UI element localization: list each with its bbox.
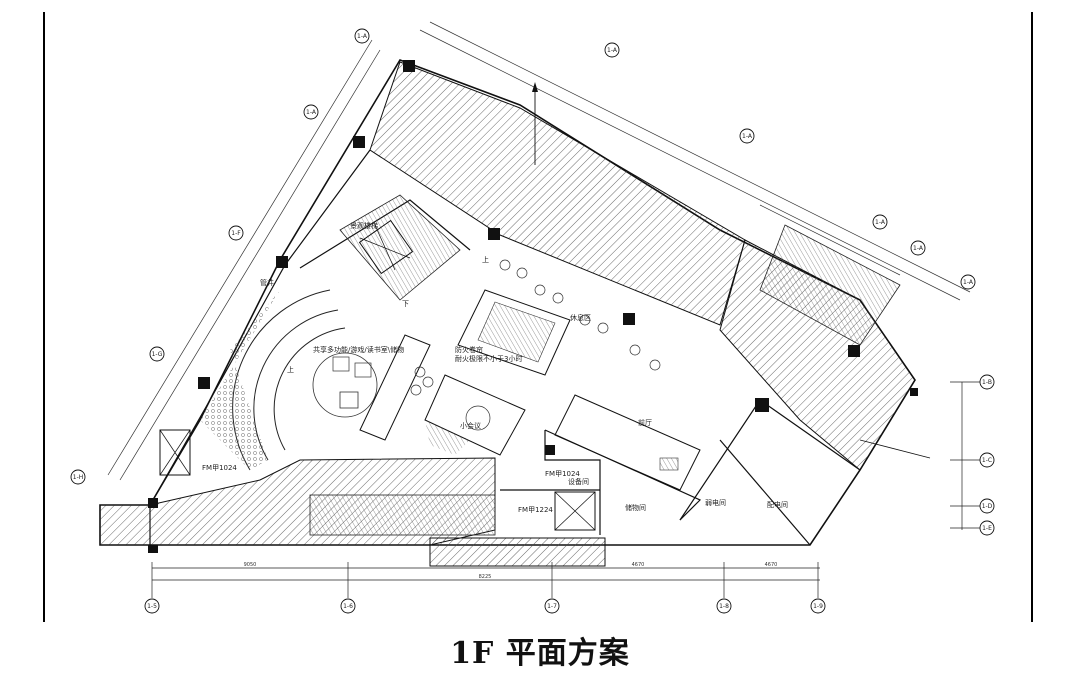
label-power-1: 弱电间 (705, 498, 726, 507)
label-fm-door-1: FM甲1024 (202, 464, 237, 472)
entry-ramp (429, 537, 606, 567)
label-fm-door-2: FM甲1224 (518, 506, 553, 514)
dim-bottom-1: 9050 (244, 562, 257, 568)
label-shaft: 管井 (260, 278, 274, 287)
axis-diag-3: 1-F (231, 230, 241, 237)
right-dimension-chain (950, 381, 980, 530)
axis-top-2: 1-A (742, 133, 753, 140)
front-desk (554, 394, 701, 491)
label-up-2: 上 (287, 365, 294, 374)
scenic-stair (339, 194, 461, 301)
axis-diag-2: 1-G (152, 351, 163, 358)
lounge-circle (312, 352, 378, 418)
axis-top-3: 1-A (875, 219, 886, 226)
pebble-area (200, 290, 280, 470)
axis-top-5: 1-A (963, 279, 974, 286)
bar-counter (359, 334, 431, 441)
label-rest-area: 休息区 (570, 313, 591, 322)
label-up-1: 上 (482, 255, 489, 264)
label-fire-shutter-1: 防火卷帘 (455, 345, 483, 354)
structural-columns (148, 60, 918, 553)
hatched-band-top (369, 61, 746, 326)
label-fire-shutter-2: 耐火极限不小于3小时 (455, 354, 522, 363)
elevator-shaft-top (358, 219, 414, 275)
label-storage: 储物间 (625, 503, 646, 512)
bottom-dimension-chain (151, 562, 820, 598)
axis-right-4: 1-E (982, 525, 992, 532)
bottom-axis-bubbles (144, 598, 826, 614)
left-diagonal-dimension (107, 39, 381, 481)
label-scenic-stair: 景观楼梯 (350, 221, 378, 230)
drawing-title: 1F 平面方案 (450, 636, 630, 671)
label-shared-room: 共享多功能/游戏/读书室\储物 (313, 345, 404, 354)
diagonal-axis-bubbles-top (604, 42, 976, 290)
right-axis-bubbles (979, 374, 995, 536)
label-fm-door-3: FM甲1024 (545, 470, 580, 478)
elevator-left (159, 429, 191, 476)
label-front-desk: 前厅 (638, 418, 652, 427)
dim-bottom-3: 4670 (765, 562, 778, 568)
axis-right-2: 1-C (982, 457, 992, 464)
axis-bottom-5: 1-9 (813, 603, 823, 610)
display-table (457, 289, 571, 376)
axis-top-1: 1-A (607, 47, 618, 54)
meeting-room (424, 374, 526, 456)
stools-row (499, 259, 661, 371)
label-down-1: 下 (402, 300, 409, 308)
floor-plan: 9050 4670 4670 8225 1-5 1-6 1-7 1-8 1-9 … (43, 12, 1033, 622)
axis-diag-1: 1-H (73, 474, 84, 481)
axis-diag-5: 1-A (357, 33, 368, 40)
label-small-meeting: 小会议 (460, 421, 481, 430)
elevator-bottom (554, 491, 596, 531)
axis-bottom-1: 1-5 (147, 603, 157, 610)
axis-diag-4: 1-A (306, 109, 317, 116)
axis-top-4: 1-A (913, 245, 924, 252)
axis-bottom-3: 1-7 (547, 603, 557, 610)
axis-bottom-2: 1-6 (343, 603, 353, 610)
stair-bottom (309, 494, 496, 536)
diagonal-axis-bubbles-left (70, 28, 370, 485)
label-power-2: 配电间 (767, 500, 788, 509)
axis-right-3: 1-D (982, 503, 993, 510)
axis-bottom-4: 1-8 (719, 603, 729, 610)
top-diagonal-dimension (419, 21, 971, 301)
axis-right-1: 1-B (982, 379, 992, 386)
dim-bottom-2: 4670 (632, 562, 645, 568)
label-equipment: 设备间 (568, 477, 589, 486)
dim-bottom-total: 8225 (479, 574, 492, 580)
